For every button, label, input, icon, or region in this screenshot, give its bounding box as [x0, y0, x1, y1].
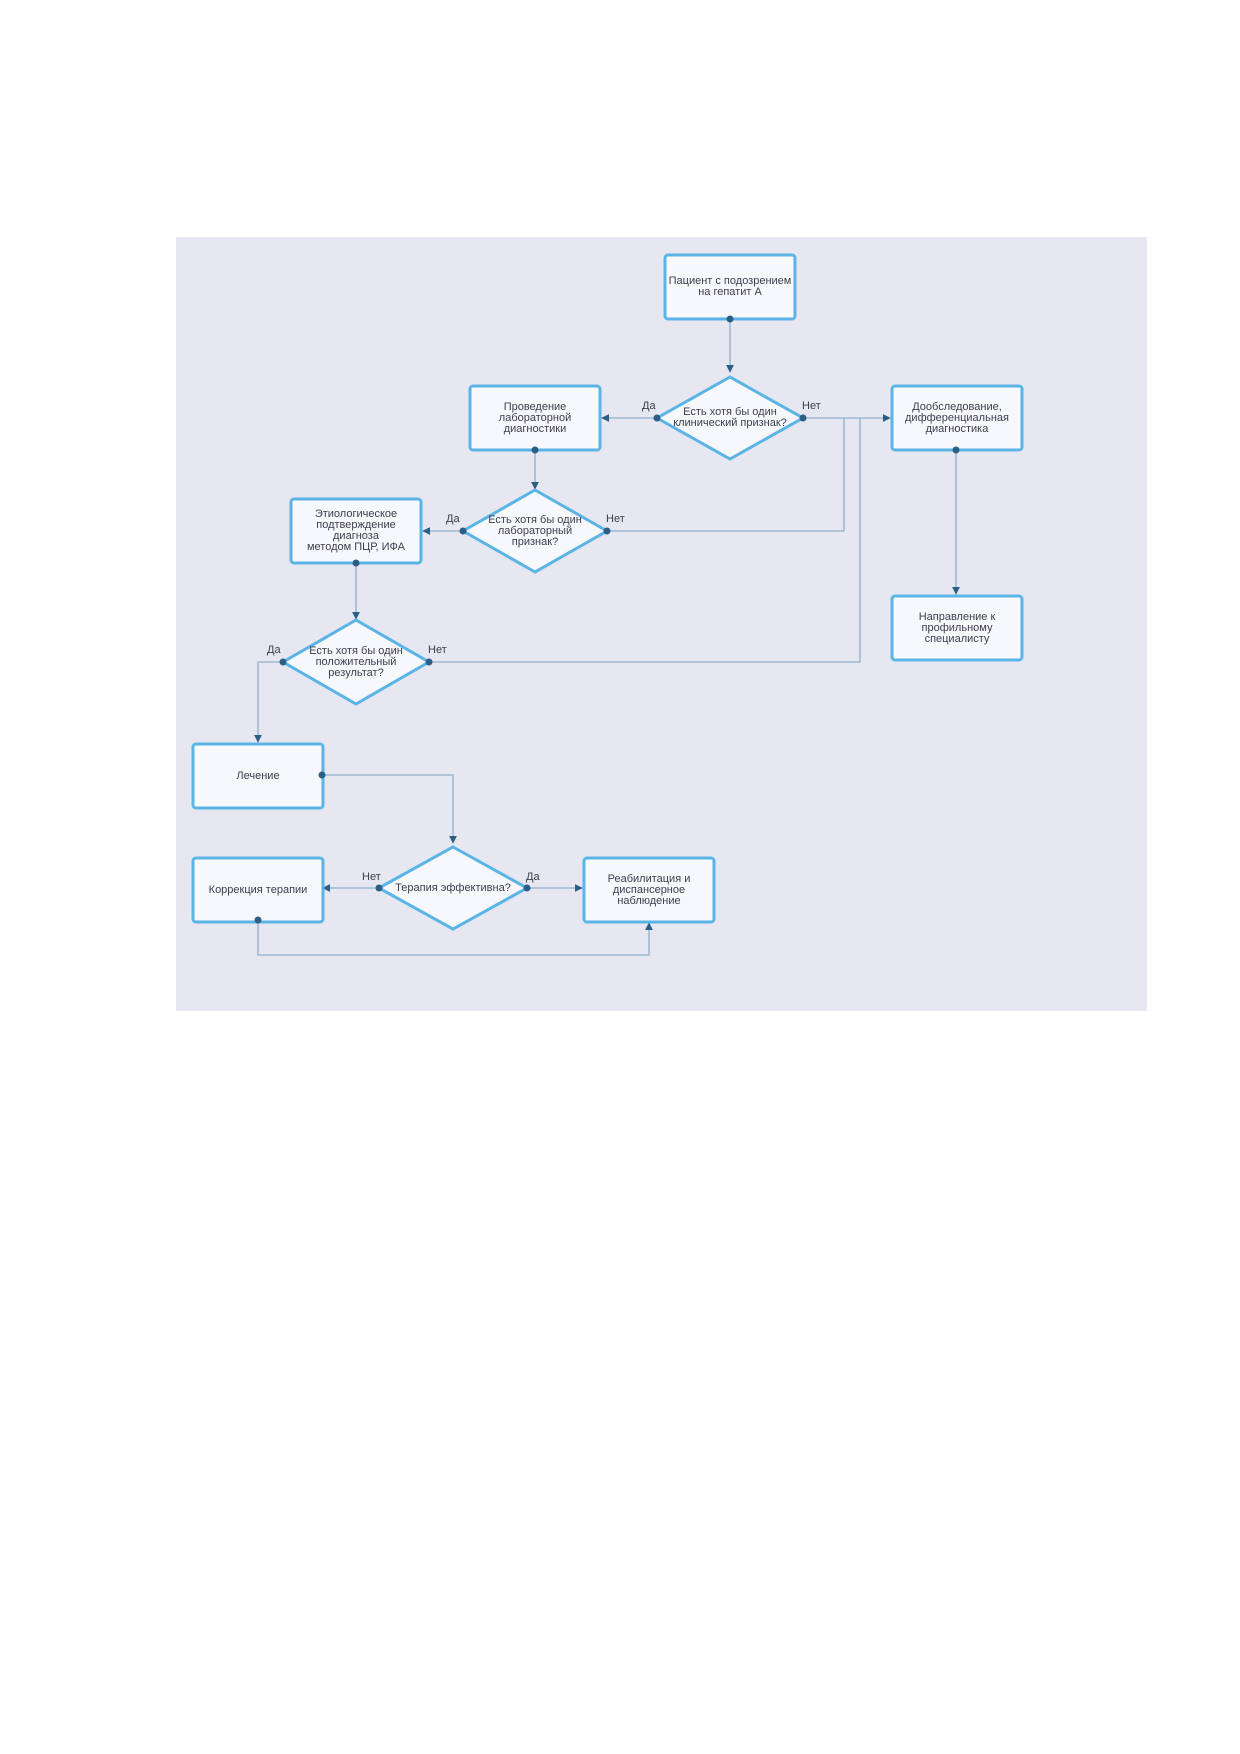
connection-dot: [653, 414, 661, 422]
edge-label-clinical-yes: Да: [642, 400, 656, 412]
edge-correction-to-rehab: [257, 920, 653, 956]
connection-dot: [352, 559, 360, 567]
connection-dot: [603, 527, 611, 535]
edge-lab-no-to-extra: [607, 418, 845, 532]
node-lab-diagnostics: [468, 384, 602, 452]
edge-positive-yes-to-treatment: [254, 661, 283, 743]
connection-dot: [531, 446, 539, 454]
decision-positive-result: [279, 618, 433, 706]
decision-therapy-effective: [375, 845, 531, 931]
flowchart-canvas: [191, 253, 1024, 956]
edge-label-lab-yes: Да: [446, 513, 460, 525]
decision-lab-sign: [459, 488, 611, 574]
edge-label-lab-no: Нет: [606, 513, 625, 525]
edge-label-effective-no: Нет: [362, 871, 381, 883]
node-etiology-confirmation: [289, 497, 423, 565]
connection-dot: [254, 916, 262, 924]
node-extra-examination: [890, 384, 1024, 452]
connection-dot: [726, 315, 734, 323]
edge-treatment-to-q-effective: [322, 774, 457, 844]
connection-dot: [952, 446, 960, 454]
connection-dot: [799, 414, 807, 422]
node-referral: [890, 594, 1024, 662]
connection-dot: [375, 884, 383, 892]
connection-dot: [523, 884, 531, 892]
node-rehabilitation: [582, 856, 716, 924]
connection-dot: [279, 658, 287, 666]
connection-dot: [318, 771, 326, 779]
decision-clinical-sign: [653, 375, 807, 461]
node-start: [663, 253, 797, 321]
node-therapy-correction: [191, 856, 325, 924]
node-treatment: [191, 742, 325, 810]
flowchart-panel: Пациент с подозрением на гепатит А Есть …: [176, 237, 1147, 1011]
edge-label-clinical-no: Нет: [802, 400, 821, 412]
connection-dot: [459, 527, 467, 535]
edge-label-effective-yes: Да: [526, 871, 540, 883]
connection-dot: [425, 658, 433, 666]
edge-label-positive-no: Нет: [428, 644, 447, 656]
edge-label-positive-yes: Да: [267, 644, 281, 656]
edge-positive-no-to-extra: [429, 418, 861, 663]
